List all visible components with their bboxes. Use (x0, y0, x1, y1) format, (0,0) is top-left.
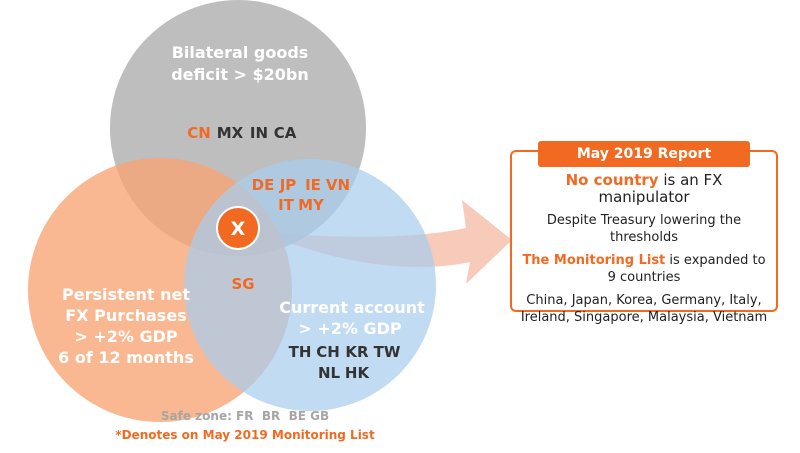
report-title: May 2019 Report (538, 141, 750, 167)
top-circle-title-1: Bilateral goods (172, 43, 309, 62)
report-countries-list: China, Japan, Korea, Germany, Italy, Ire… (520, 293, 768, 325)
left-circle-line-4: 6 of 12 months (58, 348, 194, 367)
country-my: MY (298, 196, 325, 214)
country-tw: TW (374, 343, 401, 361)
country-jp: JP (279, 176, 297, 194)
center-marker-label: X (231, 218, 246, 240)
report-monitoring-bold: The Monitoring List (522, 253, 666, 268)
monitoring-note: *Denotes on May 2019 Monitoring List (115, 428, 375, 442)
country-ca: CA (274, 124, 297, 142)
country-ch: CH (316, 343, 340, 361)
report-headline-bold: No country (565, 171, 659, 189)
report-monitoring-rest: is expanded to 9 countries (607, 253, 766, 285)
country-hk: HK (345, 364, 371, 382)
left-circle-line-2: FX Purchases (65, 306, 186, 325)
country-cn: CN (187, 124, 211, 142)
country-de: DE (252, 176, 275, 194)
top-circle-title-2: deficit > $20bn (171, 65, 309, 84)
country-kr: KR (345, 343, 369, 361)
report-monitoring: The Monitoring List is expanded to 9 cou… (520, 252, 768, 286)
report-headline: No country is an FX manipulator (520, 172, 768, 206)
right-circle-line-1: Current account (279, 298, 425, 317)
country-nl: NL (318, 364, 341, 382)
report-box: May 2019 Report No country is an FX mani… (510, 141, 778, 325)
country-ie: IE (305, 176, 321, 194)
country-mx: MX (217, 124, 244, 142)
country-sg: SG (231, 275, 254, 293)
report-headline-rest: is an FX manipulator (598, 171, 723, 206)
left-circle-line-1: Persistent net (62, 285, 190, 304)
country-in: IN (250, 124, 268, 142)
right-circle-line-2: > +2% GDP (298, 319, 402, 338)
country-it: IT (278, 196, 295, 214)
safe-zone-text: Safe zone: FR BR BE GB (161, 409, 329, 423)
country-vn: VN (326, 176, 350, 194)
left-circle-line-3: > +2% GDP (74, 327, 178, 346)
center-marker (216, 206, 260, 250)
country-th: TH (289, 343, 312, 361)
report-threshold-note: Despite Treasury lowering the thresholds (546, 213, 742, 245)
report-body: No country is an FX manipulator Despite … (520, 172, 768, 332)
